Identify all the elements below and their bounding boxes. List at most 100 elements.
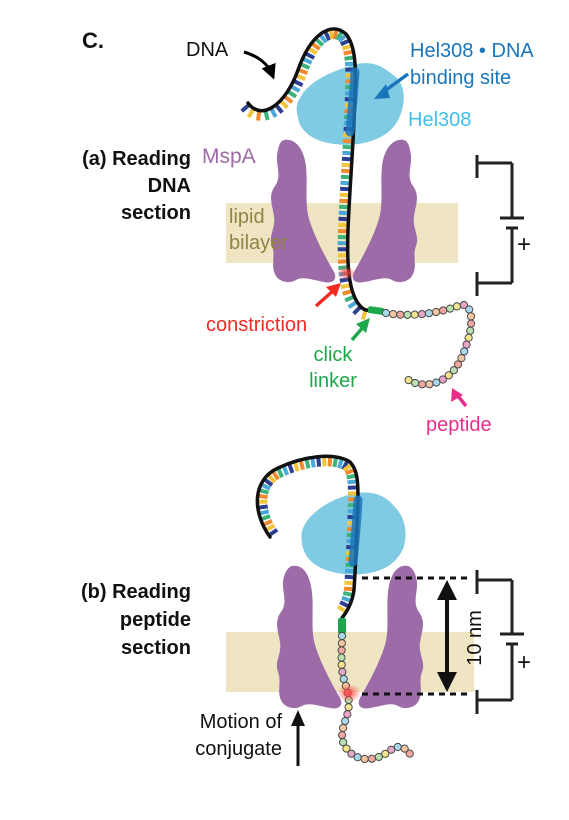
peptide-bead: [466, 319, 476, 328]
section-a-line3: section: [121, 202, 191, 224]
dna-base: [258, 509, 270, 516]
motion-arrow-head: [291, 710, 305, 726]
arrow-constriction-a: [314, 288, 336, 308]
peptide-bead: [339, 738, 348, 747]
peptide-bead: [381, 308, 391, 318]
peptide-bead: [411, 378, 420, 388]
dna-base: [342, 288, 353, 296]
peptide-bead: [341, 716, 350, 726]
peptide-bead: [445, 304, 455, 313]
dna-base: [260, 482, 271, 491]
peptide-bead: [338, 667, 347, 677]
peptide-bead: [439, 306, 448, 315]
section-a-line2: DNA: [148, 175, 191, 197]
peptide-bead: [460, 347, 469, 356]
click-label-1: click: [314, 344, 354, 366]
dna-label: DNA: [186, 39, 229, 61]
peptide-bead: [438, 375, 447, 384]
section-b-line2: peptide: [120, 609, 191, 631]
mspa-right-a: [352, 139, 418, 283]
arrow-peptide-head: [451, 388, 463, 402]
peptide-bead: [466, 312, 476, 321]
peptide-bead: [465, 305, 474, 314]
click-label-2: linker: [309, 370, 357, 392]
peptide-bead: [466, 326, 475, 335]
section-b-line3: section: [121, 637, 191, 659]
peptide-bead: [400, 744, 409, 753]
peptide-bead: [347, 749, 356, 758]
peptide-label: peptide: [426, 414, 492, 436]
peptide-bead: [342, 744, 351, 753]
peptide-bead: [337, 646, 346, 655]
section-a-line1: (a) Reading: [82, 148, 191, 170]
voltage-plus-a: +: [517, 231, 531, 258]
constriction-zone-a: [337, 266, 355, 280]
peptide-bead: [393, 742, 402, 752]
peptide-bead: [424, 309, 434, 318]
motion-label-1: Motion of: [200, 711, 283, 733]
dna-backbone: [255, 454, 360, 620]
lipid-bilayer-b: [226, 632, 474, 692]
peptide-bead: [337, 731, 347, 740]
peptide-bead: [449, 366, 458, 375]
dna-base: [262, 518, 273, 527]
peptide-bead: [444, 371, 453, 380]
peptide-bead: [353, 753, 362, 762]
constriction-label: constriction: [206, 314, 307, 336]
constriction-zone-b: [337, 684, 361, 702]
peptide-bead: [418, 380, 427, 389]
peptide-bead: [389, 309, 398, 319]
lipid-label-1: lipid: [229, 206, 265, 228]
peptide-bead: [431, 307, 441, 317]
peptide-bead: [339, 674, 348, 684]
distance-label: 10 nm: [464, 610, 486, 666]
arrow-click-head: [356, 318, 370, 333]
peptide-bead: [425, 380, 434, 389]
lipid-label-2: bilayer: [229, 232, 288, 254]
peptide-bead: [338, 723, 348, 733]
mspa-left-a: [270, 139, 336, 283]
panel-a: +: [226, 27, 531, 408]
click-linker-a: [367, 306, 385, 315]
arrow-dna-a: [243, 50, 276, 80]
mspa-label: MspA: [202, 145, 256, 168]
peptide-bead: [374, 752, 383, 762]
peptide-bead: [344, 703, 353, 712]
circuit-a: [475, 155, 524, 296]
dna-base: [266, 473, 277, 484]
peptide-bead: [410, 310, 419, 319]
dna-base: [340, 283, 352, 290]
hel308-label: Hel308: [408, 109, 471, 131]
dna-base: [260, 514, 271, 522]
peptide-bead: [457, 353, 466, 363]
hel-site-label-1: Hel308 • DNA: [410, 40, 534, 62]
distance-arrow-top: [437, 580, 457, 600]
peptide-bead: [403, 310, 412, 319]
peptide-bead: [343, 710, 352, 719]
arrow-peptide-a: [456, 394, 468, 408]
voltage-plus-b: +: [517, 649, 531, 676]
peptide-bead: [337, 653, 346, 662]
dna-base: [262, 477, 274, 487]
peptide-bead: [337, 660, 346, 669]
peptide-bead: [381, 749, 390, 758]
peptide-bead: [459, 300, 469, 310]
peptide-bead: [417, 309, 426, 319]
peptide-chain-a: [381, 300, 476, 389]
arrow-hel-site-head: [374, 84, 390, 99]
circuit-b: [475, 570, 524, 714]
mspa-right-b: [358, 565, 424, 709]
click-linker-b: [338, 618, 346, 634]
distance-arrow-bottom: [437, 672, 457, 692]
peptide-bead: [404, 375, 413, 385]
mspa-left-b: [276, 565, 342, 709]
peptide-bead: [462, 340, 471, 349]
hel308-binding-site-b: [348, 495, 363, 567]
peptide-bead: [405, 749, 414, 758]
dna-base: [257, 504, 268, 510]
motion-label-2: conjugate: [195, 738, 282, 760]
dna-base: [307, 46, 318, 56]
hel308-binding-site-a: [345, 67, 360, 137]
hel-site-label-2: binding site: [410, 67, 511, 89]
